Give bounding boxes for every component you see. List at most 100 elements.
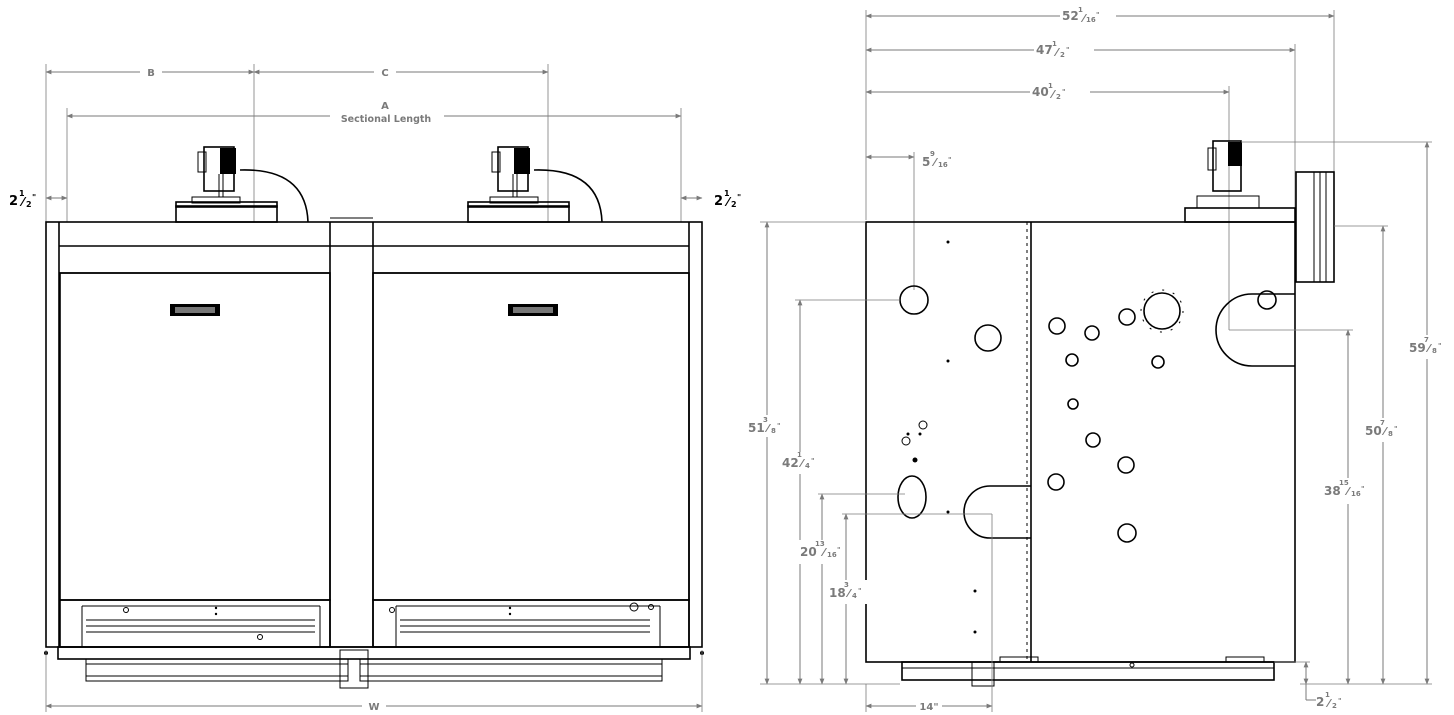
dim-width-47: 47 1 ⁄ 2 " [865,38,1296,222]
svg-text:8: 8 [1388,430,1393,438]
svg-text:7: 7 [1380,419,1385,427]
svg-text:": " [1338,697,1342,705]
dim-a-sublabel: Sectional Length [341,114,432,125]
dim-c-label: C [381,68,388,79]
svg-text:": " [948,156,952,164]
svg-text:": " [811,457,815,465]
svg-text:50: 50 [1365,424,1382,438]
flue-collar [1295,171,1335,283]
svg-text:1: 1 [1325,691,1330,699]
svg-text:1: 1 [1048,82,1053,90]
dim-height-51: 51 3 ⁄ 8 " [748,221,900,685]
left-clearance-den: 2 [26,200,32,209]
svg-text:": " [1096,11,1100,19]
svg-text:": " [1394,425,1398,433]
svg-text:": " [858,587,862,595]
dim-a-label: A [381,101,389,112]
svg-text:15: 15 [1339,479,1349,487]
svg-text:4: 4 [852,592,857,600]
dim-b-label: B [147,68,155,79]
side-view: 52 1 ⁄ 16 " 47 1 ⁄ 2 " 40 1 ⁄ 2 " [748,4,1448,713]
svg-text:⁄: ⁄ [931,156,939,169]
svg-text:1: 1 [1052,40,1057,48]
svg-text:⁄: ⁄ [1344,485,1352,498]
dimension-w: W [45,650,703,713]
front-view: B C A Sectional Length 2 1 ⁄ 2 " [9,64,741,713]
svg-text:13: 13 [815,540,825,548]
dim-height-20: 20 13 ⁄ 16 " [798,493,905,685]
svg-text:20: 20 [800,545,817,559]
svg-text:9: 9 [930,150,935,158]
svg-text:8: 8 [771,427,776,435]
right-clearance-num: 1 [724,189,730,198]
svg-text:16: 16 [1351,490,1361,498]
svg-text:2: 2 [1056,93,1061,101]
svg-text:⁄: ⁄ [1049,88,1057,101]
right-clearance-dimension: 2 1 ⁄ 2 " [680,189,741,209]
svg-text:⁄: ⁄ [1381,425,1389,438]
svg-text:3: 3 [844,581,849,589]
right-clearance-whole: 2 [714,194,723,209]
dim-base-clearance: 2 1 ⁄ 2 " [1274,661,1342,710]
svg-text:": " [32,193,36,202]
svg-text:": " [1361,485,1365,493]
svg-text:⁄: ⁄ [724,195,732,209]
svg-text:16: 16 [1086,16,1096,24]
dim-height-18: 18 3 ⁄ 4 " [828,513,992,685]
front-frame [45,217,703,648]
svg-text:51: 51 [748,421,765,435]
left-burner-assembly [175,146,309,223]
svg-text:⁄: ⁄ [1053,46,1061,59]
svg-text:1: 1 [1078,6,1083,14]
svg-text:": " [1062,88,1066,96]
left-clearance-num: 1 [19,189,25,198]
svg-text:⁄: ⁄ [798,457,806,470]
svg-text:⁄: ⁄ [820,546,828,559]
svg-text:16: 16 [938,161,948,169]
left-section [59,272,331,648]
svg-text:5: 5 [922,155,930,169]
dimension-a: A Sectional Length [66,101,682,222]
front-base [44,646,704,689]
side-jacket [865,221,1296,663]
svg-text:2: 2 [1332,702,1337,710]
dim-base-14: 14" [865,514,993,713]
svg-text:⁄: ⁄ [1080,12,1088,25]
svg-text:4: 4 [805,462,810,470]
svg-text:42: 42 [782,456,799,470]
svg-text:⁄: ⁄ [1425,342,1433,355]
svg-text:38: 38 [1324,484,1341,498]
svg-text:7: 7 [1424,336,1429,344]
svg-text:3: 3 [763,416,768,424]
svg-text:1: 1 [797,451,802,459]
svg-text:": " [1066,46,1070,54]
dim-w-label: W [368,702,379,713]
svg-text:8: 8 [1432,347,1437,355]
dimension-c: C [253,64,549,222]
svg-text:": " [737,193,741,202]
svg-text:14": 14" [919,702,938,713]
svg-text:2: 2 [1316,695,1324,709]
svg-text:⁄: ⁄ [19,195,27,209]
dim-height-50: 50 7 ⁄ 8 " [1334,225,1404,685]
right-burner-assembly [467,146,603,223]
dim-offset-5: 5 9 ⁄ 16 " [865,150,952,290]
dim-width-40: 40 1 ⁄ 2 " [865,80,1230,330]
svg-text:47: 47 [1036,43,1053,57]
right-clearance-den: 2 [731,200,737,209]
dim-height-38: 38 15 ⁄ 16 " [1229,329,1372,685]
svg-text:": " [837,546,841,554]
dim-overall-width: 52 1 ⁄ 16 " [865,4,1335,220]
svg-text:40: 40 [1032,85,1049,99]
dimension-b: B [45,64,255,222]
dim-height-42: 42 1 ⁄ 4 " [780,299,900,685]
svg-text:2: 2 [1060,51,1065,59]
svg-text:⁄: ⁄ [1325,697,1333,710]
svg-text:18: 18 [829,586,846,600]
left-clearance-dimension: 2 1 ⁄ 2 " [9,189,68,209]
side-burner-assembly [1184,140,1296,223]
svg-text:52: 52 [1062,9,1079,23]
svg-text:59: 59 [1409,341,1426,355]
dim-height-59: 59 7 ⁄ 8 " [1241,141,1448,685]
